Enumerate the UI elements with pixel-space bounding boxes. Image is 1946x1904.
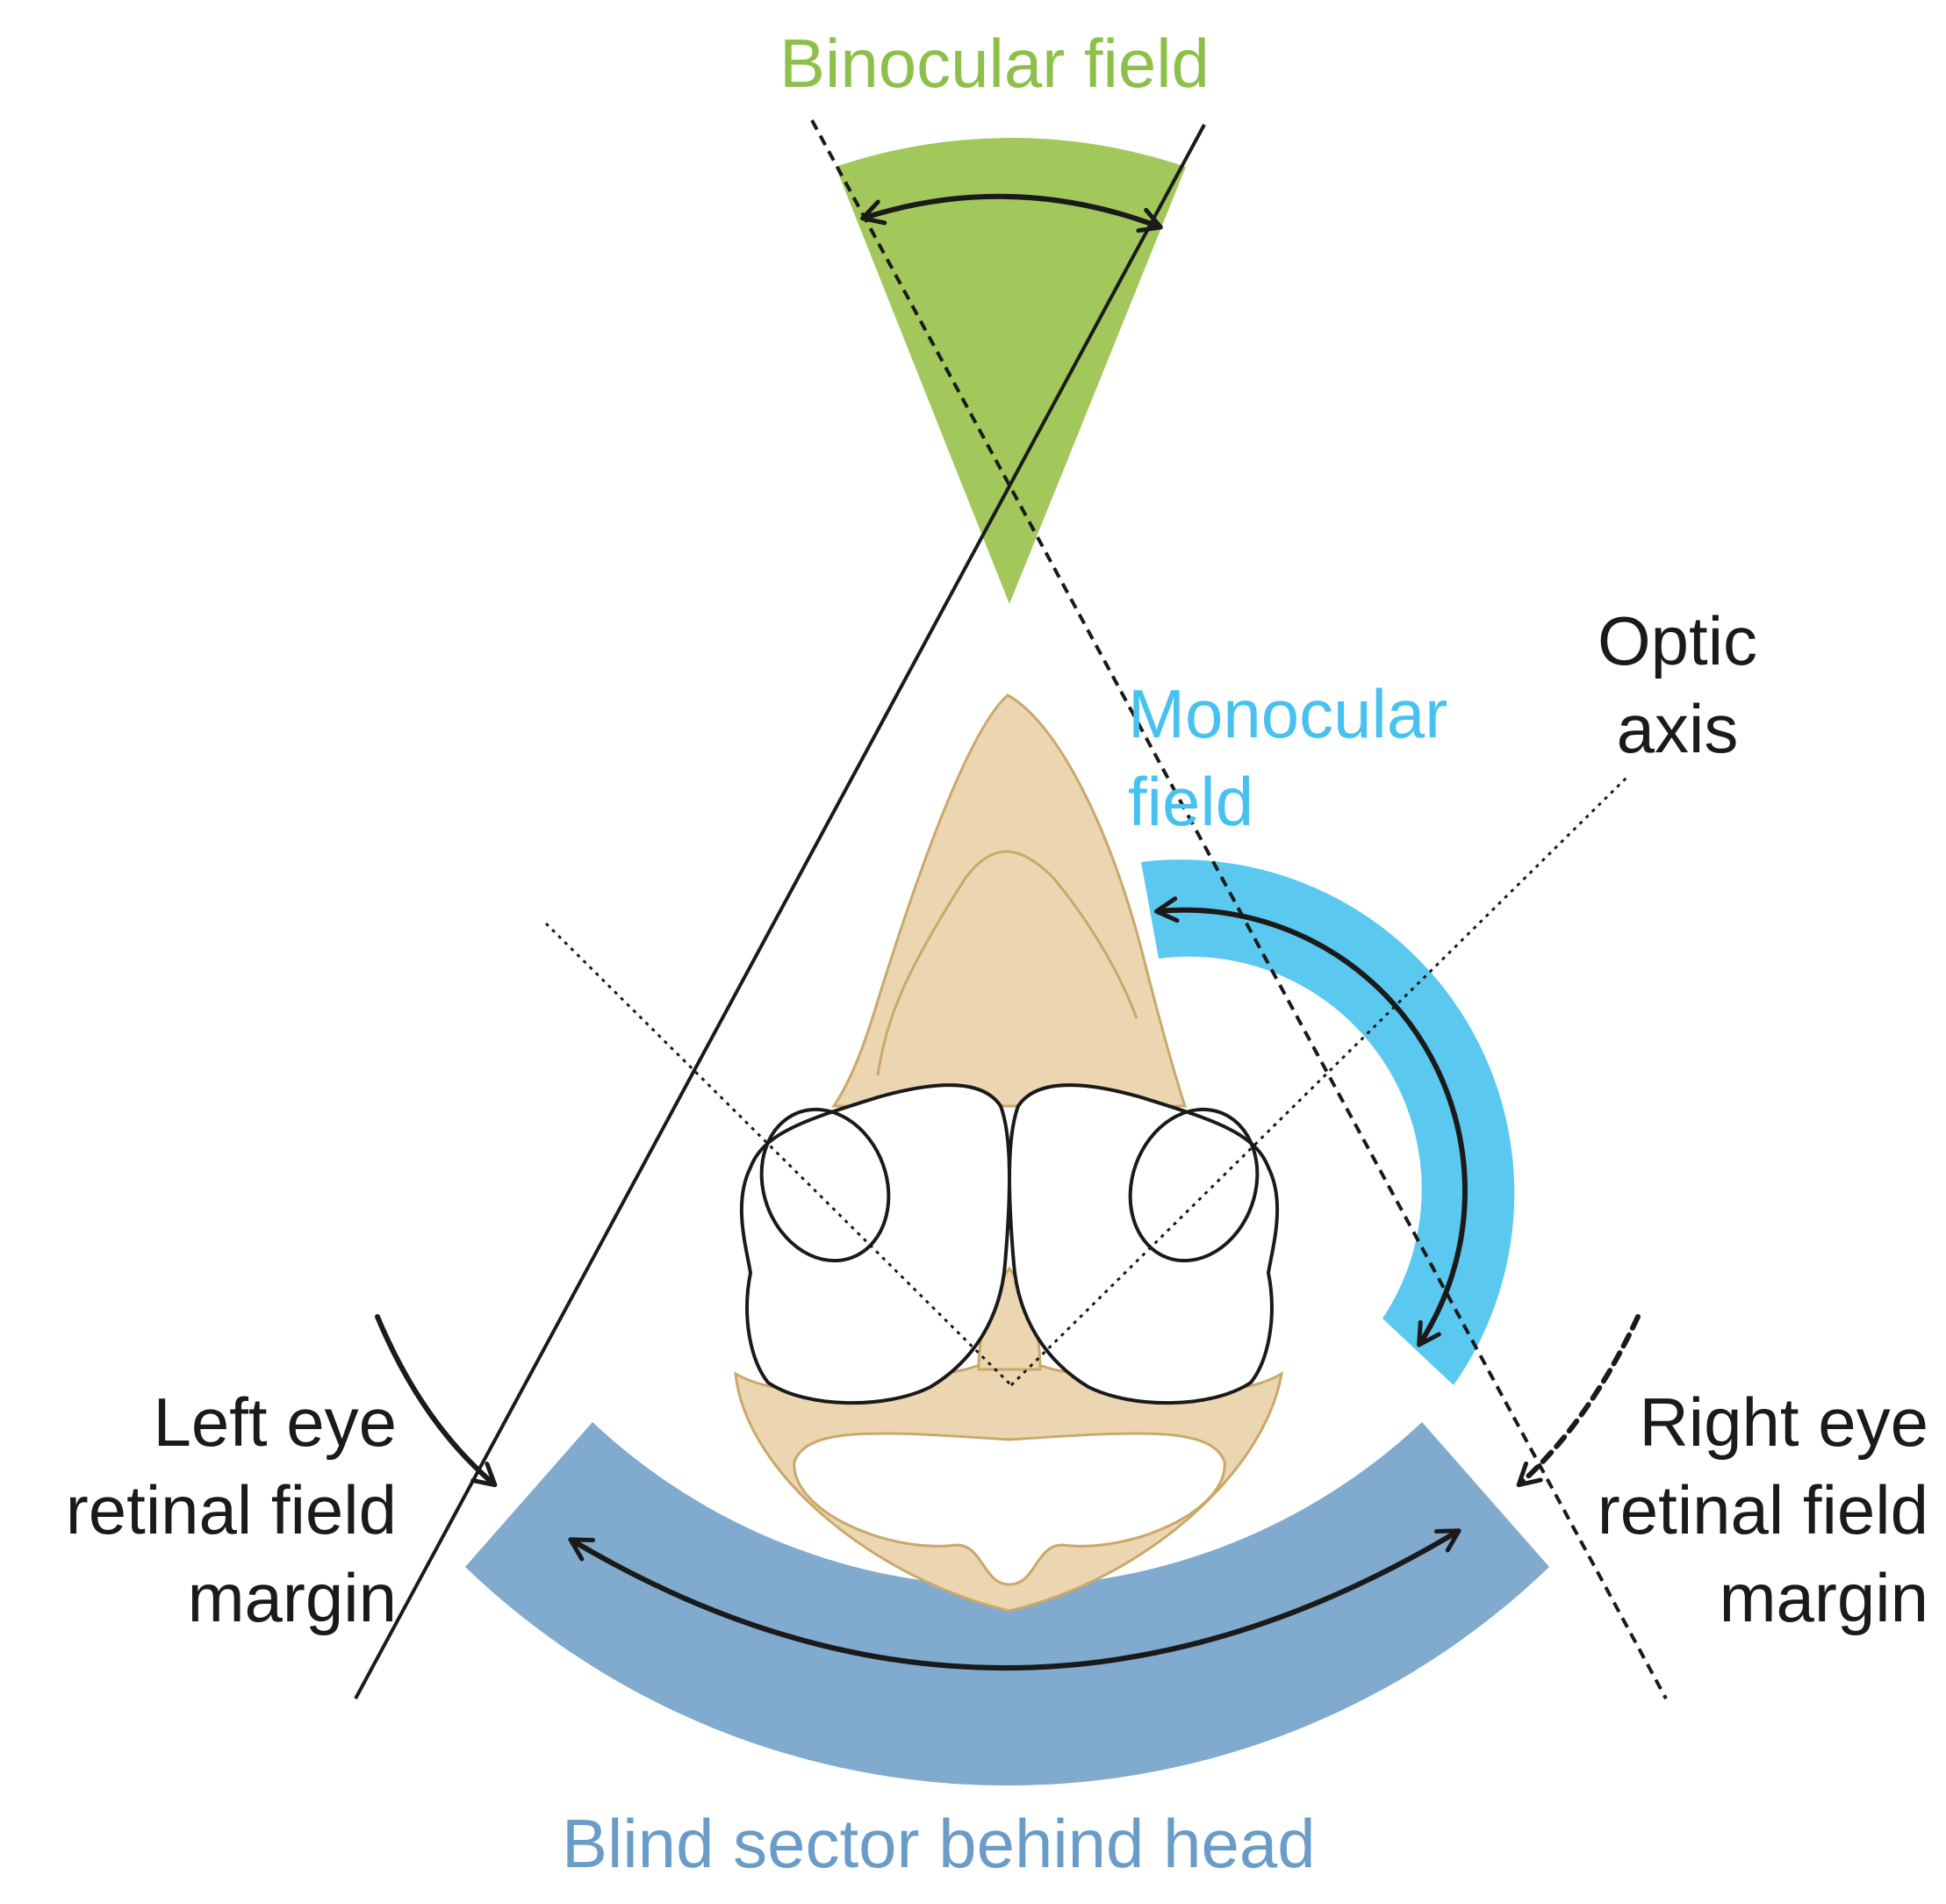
binocular-field-sector [836, 138, 1186, 604]
left-margin-line-3: margin [187, 1559, 397, 1636]
optic-axis-line-2: axis [1616, 690, 1739, 767]
monocular-field-label: Monocular field [1128, 670, 1447, 845]
binocular-field-label: Binocular field [779, 25, 1210, 102]
optic-axis-label: Optic axis [1598, 597, 1757, 772]
left-optic-axis-line [544, 922, 1013, 1387]
optic-axis-line-1: Optic [1598, 602, 1758, 679]
left-eye-margin-label: Left eye retinal field margin [18, 1378, 397, 1642]
left-margin-line-2: retinal field [65, 1471, 397, 1548]
left-eye-margin-line [354, 124, 1206, 1699]
monocular-line-1: Monocular [1128, 675, 1448, 752]
left-margin-pointer-arrow [375, 1314, 498, 1488]
right-margin-line-1: Right eye [1639, 1383, 1928, 1461]
monocular-arrow [1154, 896, 1468, 1347]
foramen [793, 1432, 1226, 1586]
left-margin-line-1: Left eye [153, 1383, 397, 1461]
binocular-arrow [860, 193, 1163, 234]
monocular-line-2: field [1128, 763, 1254, 840]
right-eye-margin-label: Right eye retinal field margin [1532, 1378, 1928, 1642]
right-eye-socket [1008, 1083, 1280, 1405]
beak-ridge [876, 850, 1138, 1076]
blind-sector-label: Blind sector behind head [562, 1805, 1316, 1882]
right-margin-line-2: retinal field [1597, 1471, 1928, 1548]
right-margin-pointer-arrow [1516, 1314, 1641, 1488]
right-margin-line-3: margin [1719, 1559, 1928, 1636]
left-eye-socket [739, 1083, 1011, 1405]
blind-sector-arrow [568, 1528, 1461, 1670]
left-lens [759, 1107, 891, 1263]
arrows [375, 193, 1641, 1670]
